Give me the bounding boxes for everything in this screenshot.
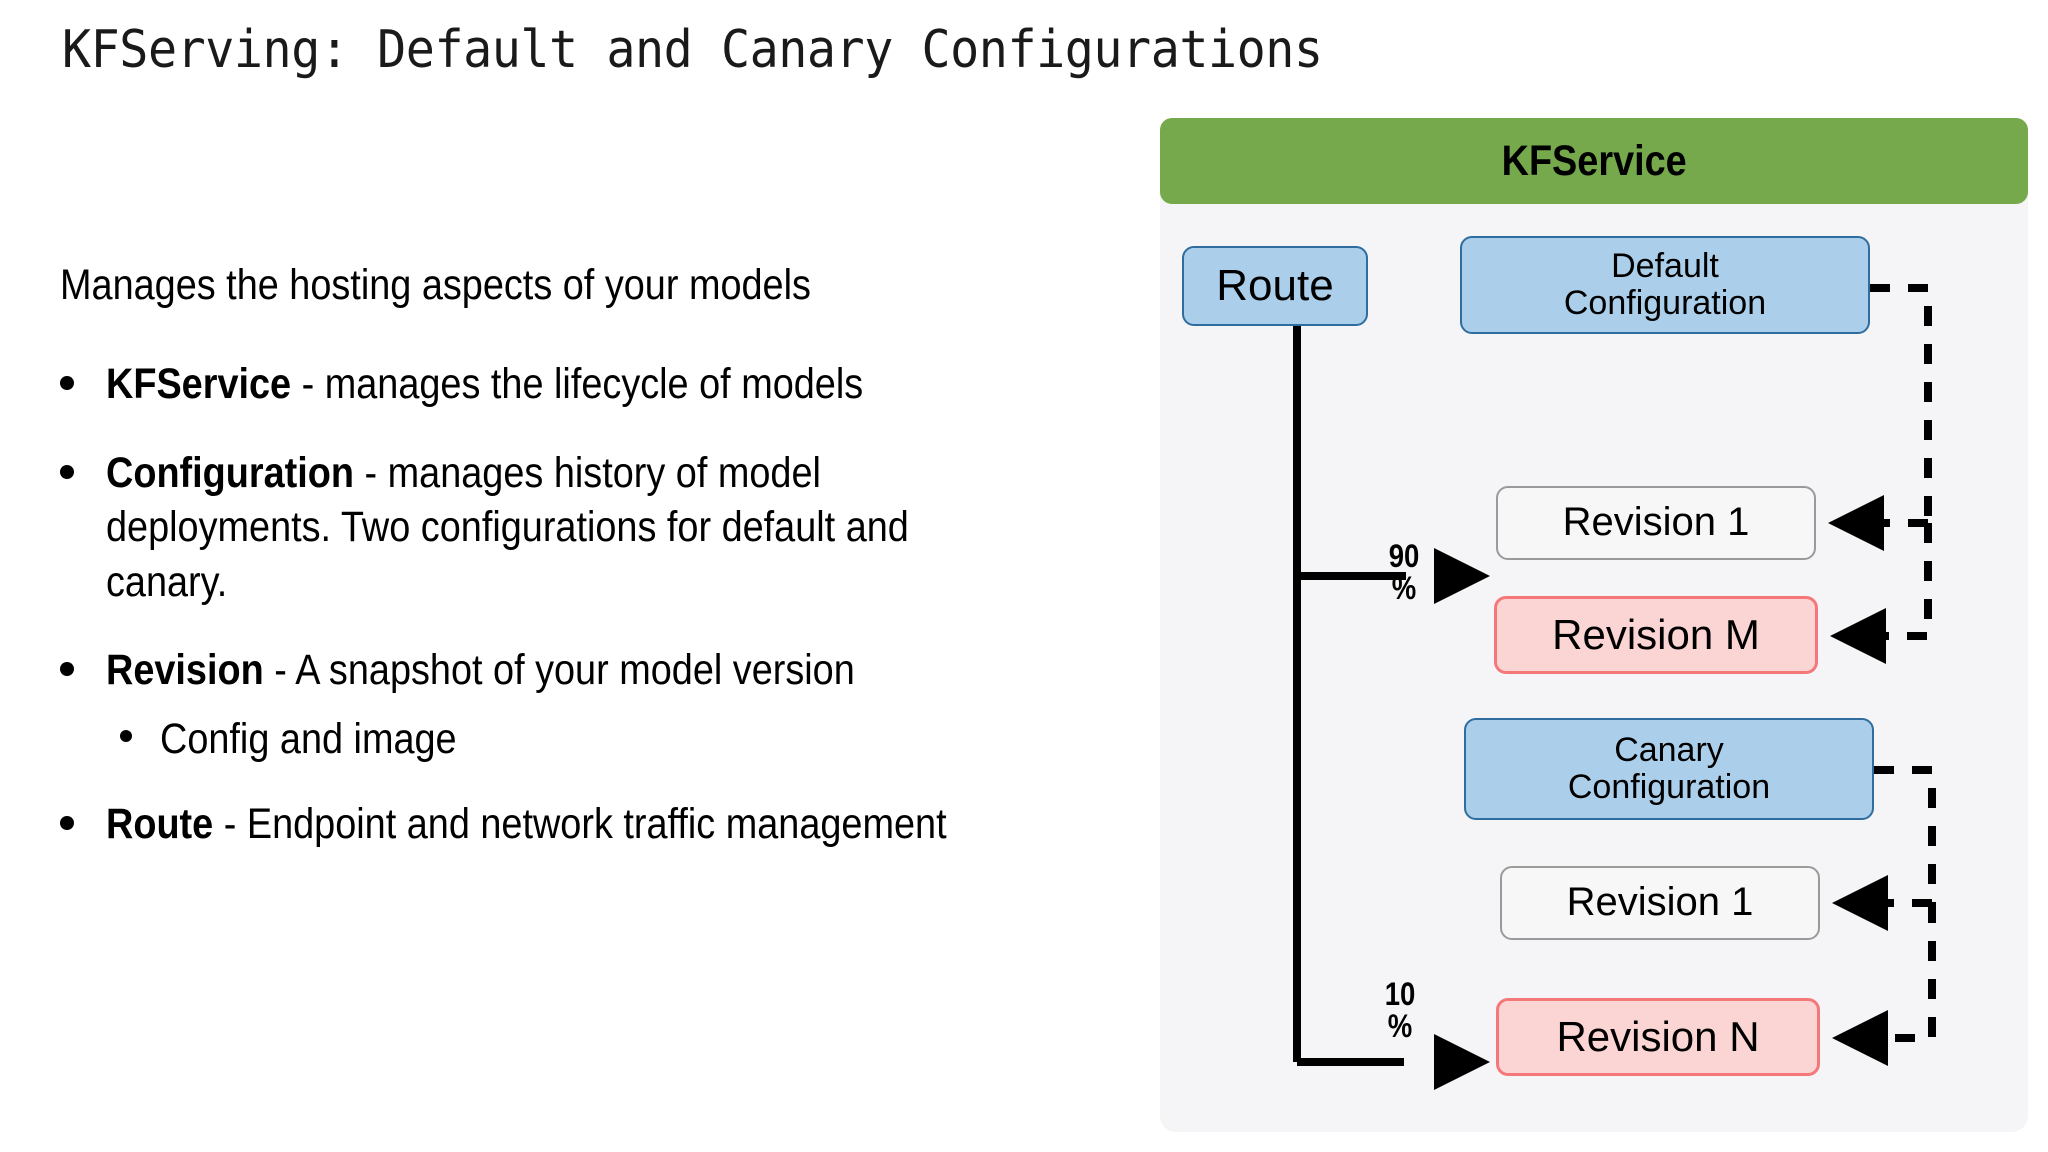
slide-body: Manages the hosting aspects of your mode… [60,258,1070,885]
bullet-rest: - Endpoint and network traffic managemen… [213,799,947,848]
list-item: Configuration - manages history of model… [60,446,1070,610]
bullet-term: KFService [106,360,292,409]
traffic-split-default-value: 90 [1388,538,1420,574]
node-label-canary-revision-1: Revision 1 [1566,880,1754,925]
traffic-split-default-unit: % [1391,570,1417,606]
bullet-rest: - manages the lifecycle of models [291,360,864,409]
bullet-dot-icon [120,730,132,743]
traffic-split-default: 90 % [1371,540,1436,604]
diagram-node-revision-m[interactable]: Revision M [1494,596,1818,674]
diagram-node-route[interactable]: Route [1182,246,1368,326]
node-label-line1: Canary [1614,731,1724,770]
list-item: KFService - manages the lifecycle of mod… [60,357,1070,412]
bullet-term: Route [106,799,214,848]
list-item: Revision - A snapshot of your model vers… [60,643,1070,698]
page-title: KFServing: Default and Canary Configurat… [62,20,1323,80]
node-label-revision-n: Revision N [1556,1013,1760,1061]
bullet-dot-icon [60,376,74,391]
node-label-default-revision-1: Revision 1 [1562,500,1750,545]
list-item-sub: Config and image [120,712,1070,767]
kfservice-header-bar: KFService [1160,118,2028,204]
bullet-term: Configuration [106,448,355,497]
bullet-text: Route - Endpoint and network traffic man… [106,797,954,852]
bullet-rest: - manages history of model deployments. … [106,448,909,606]
diagram-node-canary-revision-1[interactable]: Revision 1 [1500,866,1820,940]
kfservice-header-label: KFService [1501,136,1687,185]
kfservice-diagram: KFService Route [1160,118,2028,1132]
traffic-split-canary-value: 10 [1384,976,1416,1012]
bullet-dot-icon [60,464,74,479]
bullet-text: KFService - manages the lifecycle of mod… [106,357,954,412]
node-label-revision-m: Revision M [1552,611,1760,659]
traffic-split-canary: 10 % [1367,978,1432,1042]
bullet-dot-icon [60,662,74,677]
diagram-node-default-revision-1[interactable]: Revision 1 [1496,486,1816,560]
bullet-term: Revision [106,646,264,695]
bullet-text: Configuration - manages history of model… [106,446,954,610]
lead-paragraph: Manages the hosting aspects of your mode… [60,261,811,309]
diagram-node-revision-n[interactable]: Revision N [1496,998,1820,1076]
node-label-line2: Configuration [1563,284,1767,322]
bullet-text: Config and image [160,715,457,764]
bullet-text: Revision - A snapshot of your model vers… [106,643,954,698]
node-label-route: Route [1216,261,1334,311]
traffic-split-canary-unit: % [1387,1008,1413,1044]
list-item: Route - Endpoint and network traffic man… [60,797,1070,852]
node-label-line1: Default [1611,247,1719,286]
node-label-line2: Configuration [1567,768,1771,806]
bullet-dot-icon [60,815,74,830]
bullet-rest: - A snapshot of your model version [263,646,855,695]
